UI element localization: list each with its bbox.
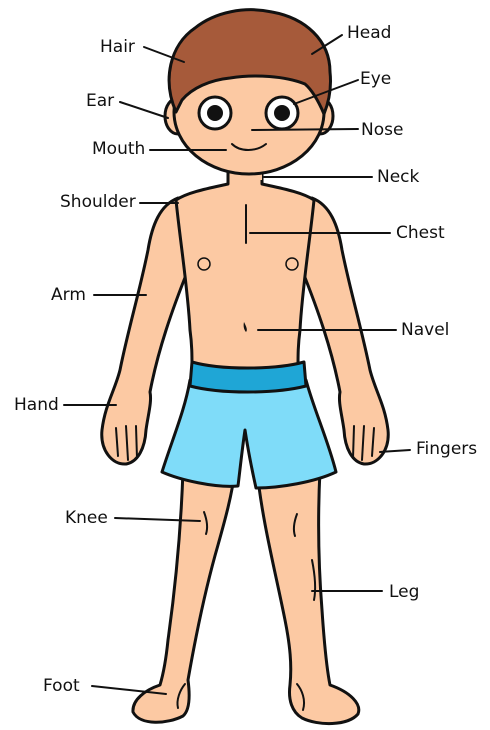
leader-nose [252, 129, 358, 130]
label-head: Head [347, 23, 391, 43]
label-neck: Neck [377, 167, 420, 187]
label-fingers: Fingers [416, 439, 477, 459]
torso-illustration [176, 170, 314, 368]
label-eye: Eye [360, 69, 391, 89]
label-knee: Knee [65, 508, 108, 528]
label-chest: Chest [396, 223, 445, 243]
label-arm: Arm [51, 285, 86, 305]
shorts-illustration [162, 362, 336, 488]
label-nose: Nose [361, 120, 403, 140]
label-leg: Leg [389, 582, 419, 602]
leader-ear [120, 102, 168, 118]
pupil-left [207, 105, 223, 121]
finger-line [136, 426, 137, 458]
label-foot: Foot [43, 676, 80, 696]
boy-figure [102, 10, 388, 724]
label-ear: Ear [86, 91, 114, 111]
label-mouth: Mouth [92, 139, 145, 159]
label-hair: Hair [100, 37, 135, 57]
finger-line [353, 426, 354, 458]
pupil-right [274, 105, 290, 121]
label-navel: Navel [401, 320, 449, 340]
label-shoulder: Shoulder [60, 192, 136, 212]
label-hand: Hand [14, 395, 59, 415]
legs-illustration [133, 470, 359, 724]
